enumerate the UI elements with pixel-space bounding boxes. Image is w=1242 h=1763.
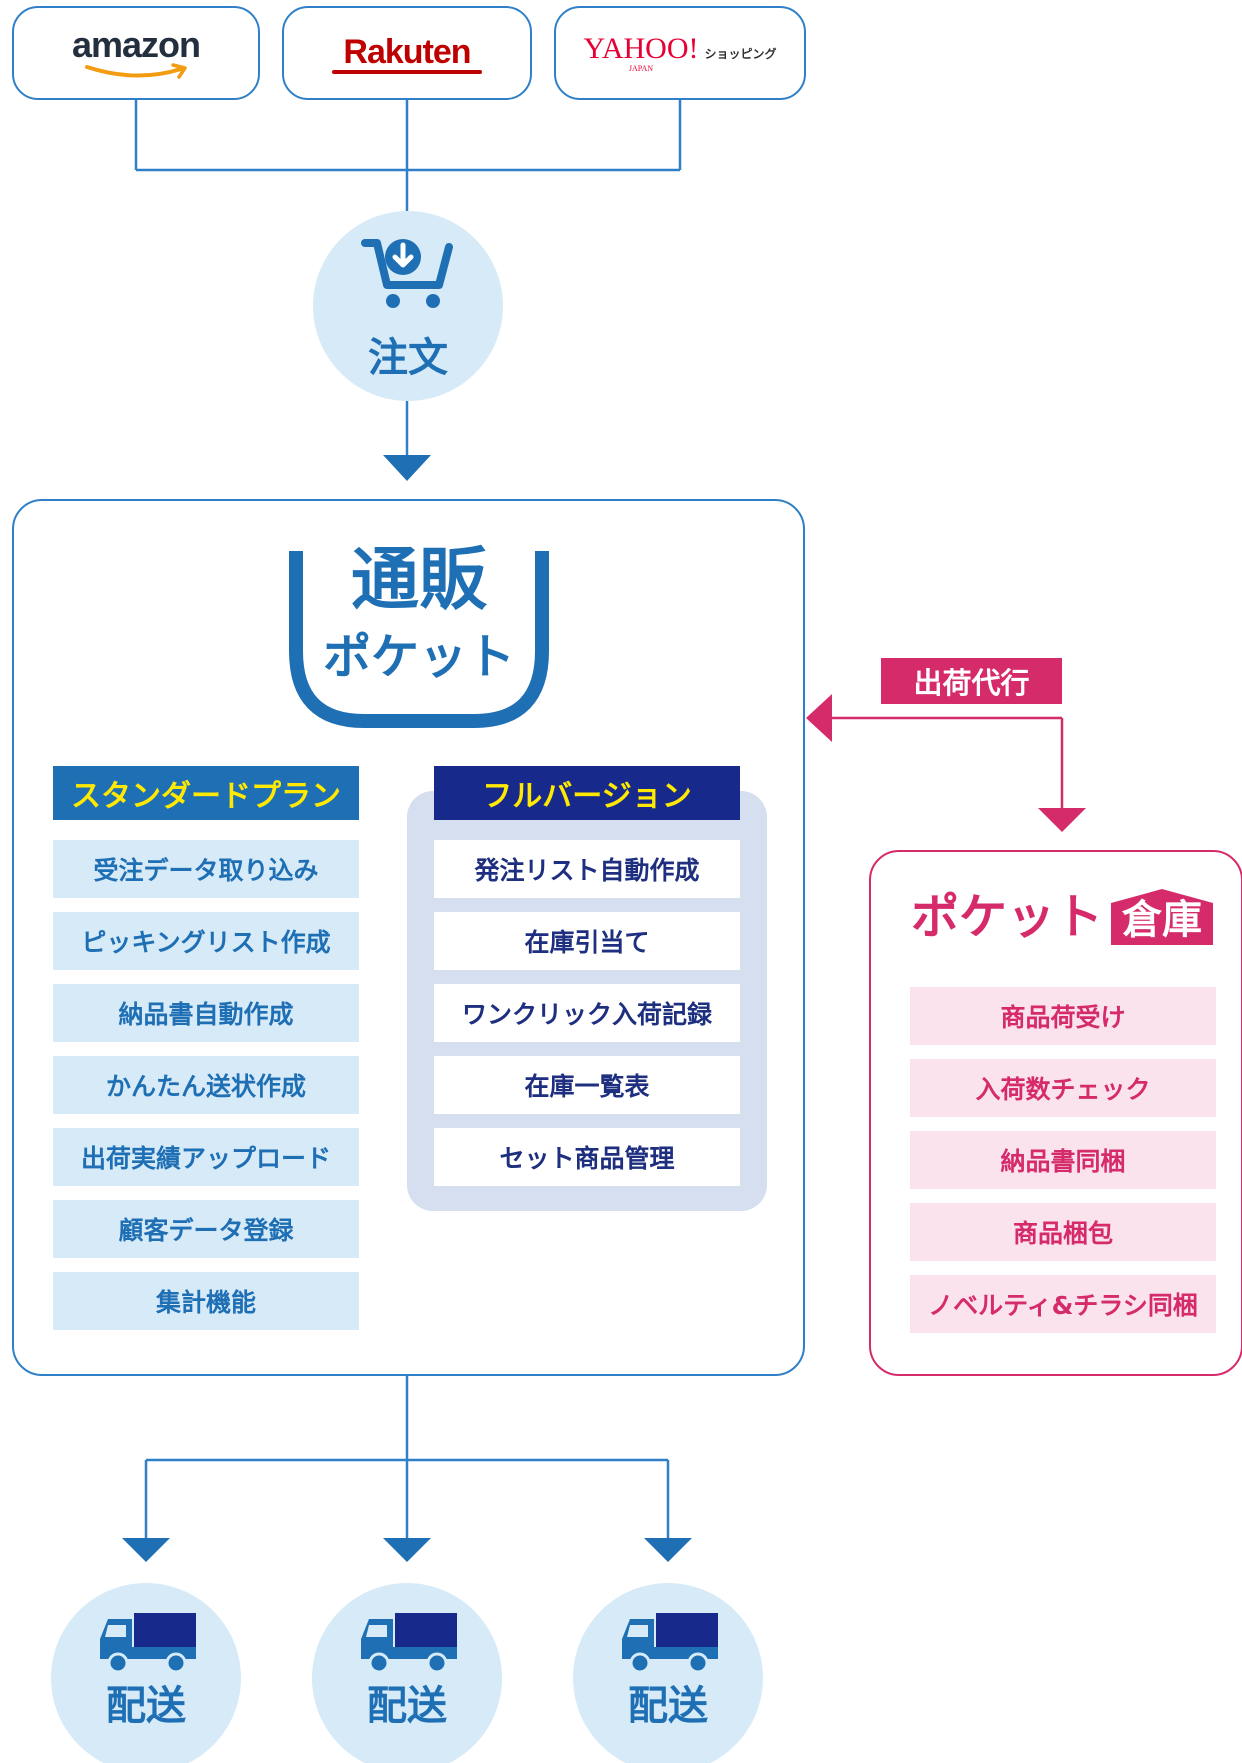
warehouse-house-icon: 倉庫 (1111, 889, 1214, 945)
delivery-node: 配送 (312, 1583, 502, 1763)
marketplace-rakuten: Rakuten (282, 6, 532, 100)
standard-plan-header: スタンダードプラン (53, 766, 359, 820)
arrow-down-delivery-1 (122, 1538, 170, 1562)
tsuhan-pocket-logo: 通販 ポケット (284, 541, 554, 731)
full-version-item: 在庫一覧表 (434, 1056, 740, 1114)
delivery-node: 配送 (51, 1583, 241, 1763)
arrow-down-delivery-2 (383, 1538, 431, 1562)
delivery-label: 配送 (106, 1683, 186, 1729)
delivery-label: 配送 (628, 1683, 708, 1729)
standard-item: 出荷実績アップロード (53, 1128, 359, 1186)
rakuten-logo: Rakuten (332, 33, 482, 74)
arrow-down-to-main (383, 455, 431, 481)
full-version-item: セット商品管理 (434, 1128, 740, 1186)
full-version-header: フルバージョン (434, 766, 740, 820)
standard-item: 納品書自動作成 (53, 984, 359, 1042)
amazon-logo: amazon (72, 25, 201, 81)
shipping-agency-badge: 出荷代行 (881, 658, 1062, 704)
yahoo-logo: YAHOO! JAPAN ショッピング (583, 31, 777, 73)
tsuhan-pocket-box: 通販 ポケット スタンダードプラン フルバージョン 受注データ取り込み ピッキン… (12, 499, 805, 1376)
logo-bracket-icon (289, 551, 549, 728)
full-version-item: ワンクリック入荷記録 (434, 984, 740, 1042)
amazon-smile-icon (84, 63, 187, 79)
warehouse-item: 納品書同梱 (910, 1131, 1216, 1189)
standard-item: 集計機能 (53, 1272, 359, 1330)
arrow-down-to-warehouse (1038, 808, 1086, 832)
truck-icon (361, 1613, 457, 1673)
pocket-warehouse-box: ポケット 倉庫 商品荷受け 入荷数チェック 納品書同梱 商品梱包 ノベルティ&チ… (869, 850, 1242, 1376)
delivery-label: 配送 (367, 1683, 447, 1729)
marketplace-amazon: amazon (12, 6, 260, 100)
marketplace-yahoo: YAHOO! JAPAN ショッピング (554, 6, 806, 100)
standard-item: 受注データ取り込み (53, 840, 359, 898)
shopping-cart-icon (361, 239, 453, 308)
arrow-down-delivery-3 (644, 1538, 692, 1562)
warehouse-item: 商品梱包 (910, 1203, 1216, 1261)
truck-icon (100, 1613, 196, 1673)
standard-item: かんたん送状作成 (53, 1056, 359, 1114)
full-version-item: 在庫引当て (434, 912, 740, 970)
pocket-warehouse-logo: ポケット 倉庫 (911, 887, 1214, 947)
rakuten-underline (332, 69, 482, 74)
standard-item: ピッキングリスト作成 (53, 912, 359, 970)
delivery-node: 配送 (573, 1583, 763, 1763)
full-version-item: 発注リスト自動作成 (434, 840, 740, 898)
warehouse-item: ノベルティ&チラシ同梱 (910, 1275, 1216, 1333)
standard-item: 顧客データ登録 (53, 1200, 359, 1258)
order-label: 注文 (368, 335, 448, 381)
arrow-left-to-main (806, 694, 832, 742)
warehouse-item: 商品荷受け (910, 987, 1216, 1045)
order-node: 注文 (313, 211, 503, 401)
warehouse-item: 入荷数チェック (910, 1059, 1216, 1117)
truck-icon (622, 1613, 718, 1673)
